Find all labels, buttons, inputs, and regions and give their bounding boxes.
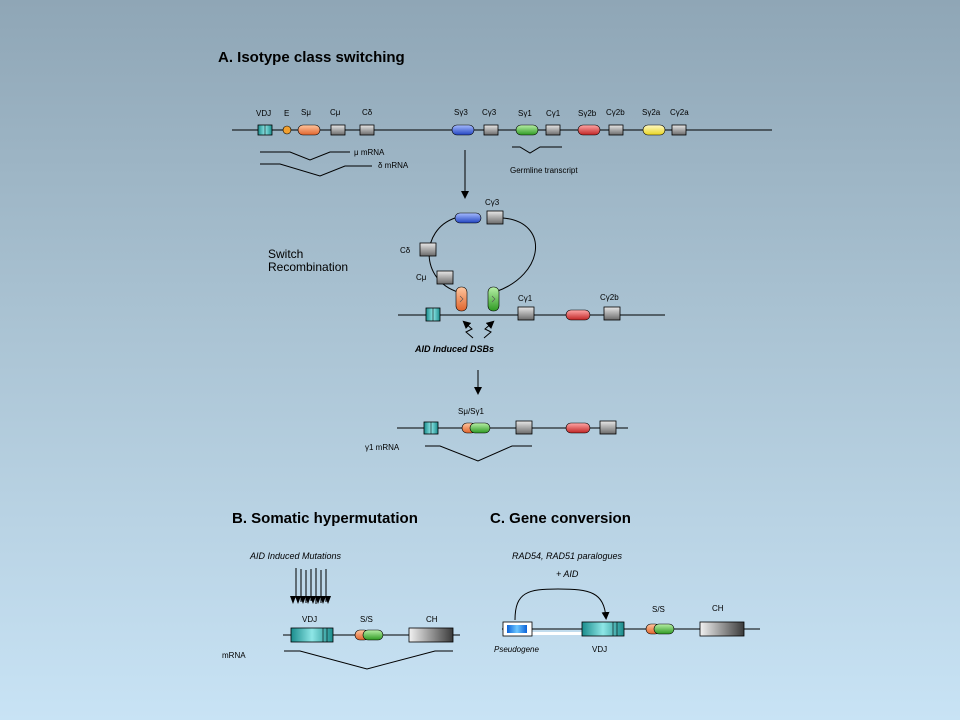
panel-b-title: B. Somatic hypermutation — [232, 510, 418, 527]
label-c-g2a: Cγ2a — [670, 108, 689, 117]
aid-mutations-label: AID Induced Mutations — [249, 551, 342, 561]
b-vdj-exon — [290, 627, 334, 643]
label-c-g1: Cγ1 — [546, 109, 561, 118]
recomb-s-g2b-region — [565, 309, 591, 321]
c-g3-exon — [483, 124, 499, 136]
b-s-g1-half — [362, 629, 384, 641]
germline-transcript-splice — [512, 146, 562, 154]
b-mrna-splice — [284, 650, 453, 670]
b-ch-exon — [408, 627, 454, 643]
aid-dsbs-label: AID Induced DSBs — [414, 344, 494, 354]
c-vdj-exon — [581, 621, 625, 637]
label-c-mu: Cμ — [330, 108, 341, 117]
panel-a-title: A. Isotype class switching — [218, 49, 405, 66]
smu-sg1-label: Sμ/Sγ1 — [458, 407, 485, 416]
recomb-s-g1-break-mark — [491, 295, 496, 303]
c-g2a-exon — [671, 124, 687, 136]
gene-conversion-arrow — [514, 588, 610, 621]
b-vdj-label: VDJ — [302, 615, 317, 624]
enhancer-element — [282, 125, 292, 135]
label-e: E — [284, 109, 289, 118]
recomb-c-g2b-label: Cγ2b — [600, 293, 619, 302]
recomb-s-g1-region — [487, 286, 500, 312]
rad-label-line2: + AID — [556, 569, 579, 579]
switched-c-g1-exon — [515, 420, 533, 435]
delta-mrna-label: δ mRNA — [378, 161, 409, 170]
delta-mrna-splice — [260, 163, 372, 177]
c-ss-label: S/S — [652, 605, 665, 614]
switch-label-line2: Recombination — [268, 260, 348, 274]
c-s-g1-half — [653, 623, 675, 635]
c-g1-exon — [545, 124, 561, 136]
switch-label-line1: Switch — [268, 247, 303, 261]
switched-c-g2b-exon — [599, 420, 617, 435]
label-vdj: VDJ — [256, 109, 271, 118]
recomb-s-mu-region — [455, 286, 468, 312]
pseudogene-fill — [507, 625, 527, 633]
s-g2a-region — [642, 124, 666, 136]
recomb-c-g1-exon — [517, 306, 535, 321]
c-g2b-exon — [608, 124, 624, 136]
label-s-mu: Sμ — [301, 108, 311, 117]
loop-c-delta-label: Cδ — [400, 246, 411, 255]
pseudogene-label: Pseudogene — [494, 645, 539, 654]
loop-s-g3-region — [454, 212, 482, 224]
loop-c-g3-label: Cγ3 — [485, 198, 500, 207]
label-c-delta: Cδ — [362, 108, 373, 117]
dsb-arrow-left — [462, 320, 474, 339]
s-g2b-region — [577, 124, 601, 136]
recomb-c-g1-label: Cγ1 — [518, 294, 533, 303]
c-white-gap-bar — [532, 632, 582, 635]
panel-c-title: C. Gene conversion — [490, 510, 631, 527]
mutation-arrows — [290, 568, 331, 604]
rad-label-line1: RAD54, RAD51 paralogues — [512, 551, 623, 561]
c-vdj-label: VDJ — [592, 645, 607, 654]
loop-c-delta-exon — [419, 242, 437, 257]
mu-mrna-splice — [260, 151, 350, 161]
label-c-g2b: Cγ2b — [606, 108, 625, 117]
label-s-g2a: Sγ2a — [642, 108, 661, 117]
s-g1-region — [515, 124, 539, 136]
loop-c-g3-exon — [486, 210, 504, 225]
s-mu-region — [297, 124, 321, 136]
switched-s-g1-half — [469, 422, 491, 434]
c-ch-exon — [699, 621, 745, 637]
s-g3-region — [451, 124, 475, 136]
loop-c-mu-exon — [436, 270, 454, 285]
loop-right-arc — [494, 217, 537, 293]
recomb-c-g2b-exon — [603, 306, 621, 321]
c-delta-exon — [359, 124, 375, 136]
recomb-s-mu-break-mark — [459, 295, 464, 303]
switched-s-g2b-region — [565, 422, 591, 434]
germline-transcript-label: Germline transcript — [510, 166, 578, 175]
label-s-g2b: Sγ2b — [578, 109, 597, 118]
g1-mrna-label: γ1 mRNA — [365, 443, 400, 452]
b-ss-label: S/S — [360, 615, 373, 624]
b-mrna-label: mRNA — [222, 651, 246, 660]
label-s-g1: Sγ1 — [518, 109, 532, 118]
dsb-arrow-right — [483, 320, 495, 339]
mu-mrna-label: μ mRNA — [354, 148, 385, 157]
label-c-g3: Cγ3 — [482, 108, 497, 117]
g1-mrna-splice — [425, 445, 532, 462]
label-s-g3: Sγ3 — [454, 108, 468, 117]
b-ch-label: CH — [426, 615, 438, 624]
c-ch-label: CH — [712, 604, 724, 613]
loop-c-mu-label: Cμ — [416, 273, 427, 282]
c-mu-exon — [330, 124, 346, 136]
